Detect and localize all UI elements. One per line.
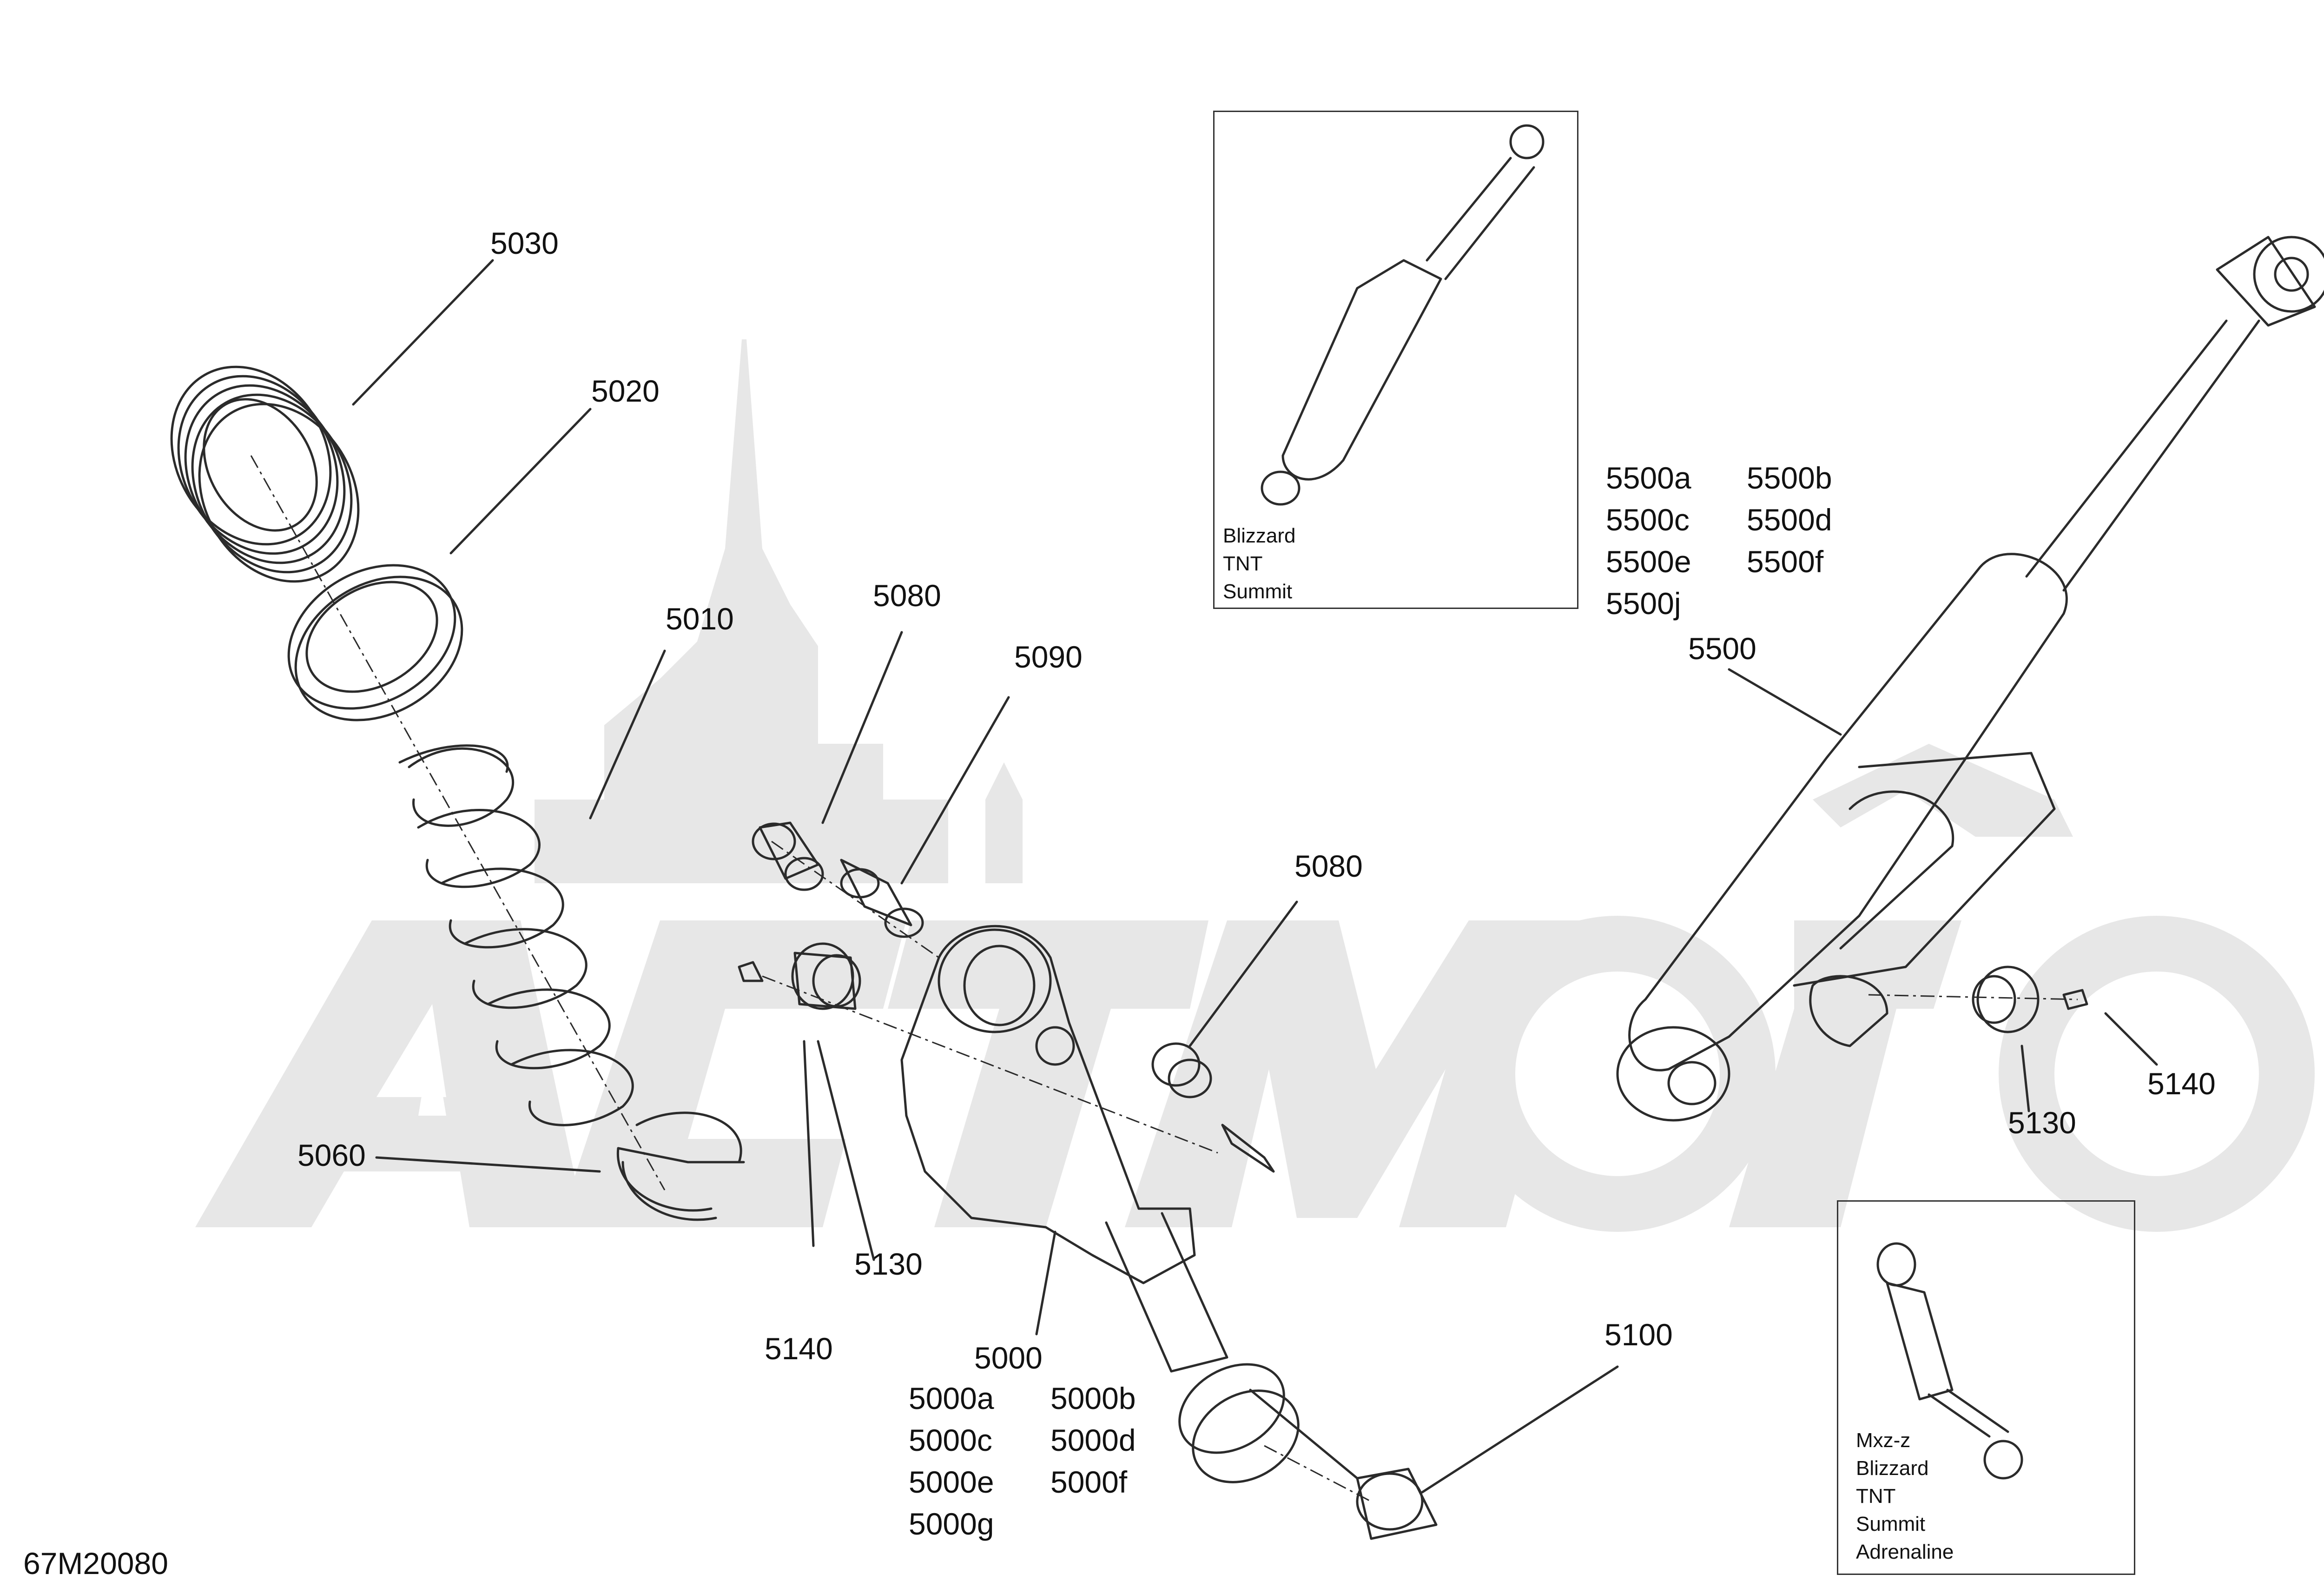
- inset-bottom-shock: Mxz-z Blizzard TNT Summit Adrenaline: [1837, 1200, 2135, 1575]
- inset-top-shock: Blizzard TNT Summit: [1213, 111, 1578, 609]
- callout-5130-right: 5130: [2008, 1105, 2076, 1140]
- variant-5500d: 5500d: [1747, 503, 1832, 537]
- model-label: TNT: [1856, 1485, 1896, 1508]
- inset-bottom-models: Mxz-z Blizzard TNT Summit Adrenaline: [1856, 1427, 1954, 1566]
- model-label: Adrenaline: [1856, 1541, 1954, 1563]
- variant-5500b: 5500b: [1747, 461, 1832, 495]
- variant-5500c: 5500c: [1606, 503, 1690, 537]
- callout-5140-right: 5140: [2147, 1066, 2216, 1101]
- variant-5500e: 5500e: [1606, 544, 1691, 579]
- inset-top-models: Blizzard TNT Summit: [1223, 522, 1296, 606]
- variant-5000f: 5000f: [1050, 1465, 1128, 1499]
- model-label: TNT: [1223, 552, 1263, 575]
- variant-5000a: 5000a: [909, 1381, 994, 1415]
- callout-5010: 5010: [666, 602, 734, 636]
- variant-5000b: 5000b: [1050, 1381, 1136, 1415]
- variant-5500a: 5500a: [1606, 461, 1691, 495]
- variant-5000d: 5000d: [1050, 1423, 1136, 1457]
- callout-5030: 5030: [490, 226, 559, 260]
- callout-5000: 5000: [974, 1341, 1043, 1375]
- callout-5090: 5090: [1014, 640, 1083, 674]
- callout-5020: 5020: [591, 374, 660, 408]
- model-label: Summit: [1223, 580, 1293, 603]
- variant-5000g: 5000g: [909, 1507, 994, 1541]
- callout-5130-left: 5130: [854, 1247, 923, 1281]
- callout-5100: 5100: [1604, 1317, 1673, 1352]
- callout-5140-left: 5140: [765, 1331, 833, 1366]
- callout-5060: 5060: [297, 1138, 366, 1172]
- model-label: Blizzard: [1223, 524, 1296, 547]
- variant-5500f: 5500f: [1747, 544, 1824, 579]
- variant-5000e: 5000e: [909, 1465, 994, 1499]
- diagram-id: 67M20080: [23, 1546, 168, 1581]
- model-label: Mxz-z: [1856, 1429, 1911, 1452]
- callout-5500: 5500: [1688, 631, 1756, 666]
- model-label: Summit: [1856, 1513, 1926, 1535]
- callout-5080-left: 5080: [873, 578, 941, 613]
- model-label: Blizzard: [1856, 1457, 1929, 1480]
- callout-5080-right: 5080: [1294, 849, 1363, 883]
- variant-5500j: 5500j: [1606, 586, 1681, 621]
- variant-5000c: 5000c: [909, 1423, 992, 1457]
